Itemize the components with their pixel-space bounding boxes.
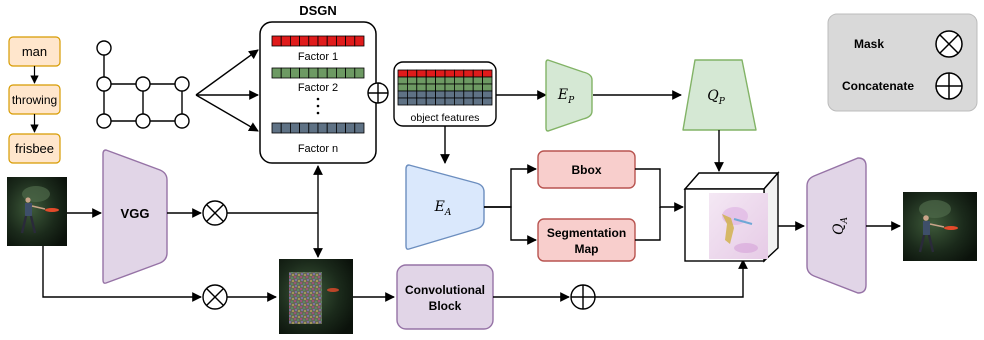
factor-n-label: Factor n bbox=[298, 143, 338, 155]
object-feature-bar-slate bbox=[397, 90, 493, 99]
input-image bbox=[7, 177, 67, 246]
dsgn-title: DSGN bbox=[299, 3, 337, 18]
output-image bbox=[903, 192, 977, 261]
qp-sub-label: P bbox=[718, 97, 726, 107]
mask-vgg-symbol bbox=[202, 200, 228, 226]
factor-n-bar bbox=[271, 122, 365, 134]
factor-1-bar bbox=[271, 35, 365, 47]
qa-decoder: QA bbox=[806, 157, 867, 294]
qa-main-label: Q bbox=[831, 223, 847, 235]
legend-concatenate-label: Concatenate bbox=[842, 79, 914, 93]
factor-bars bbox=[271, 35, 365, 134]
segmap-label-line2: Map bbox=[575, 242, 599, 256]
graph-node bbox=[135, 113, 151, 129]
ea-sub-label: A bbox=[444, 208, 452, 218]
vgg-block: VGG bbox=[102, 149, 168, 284]
object-feature-bar-slate-2 bbox=[397, 97, 493, 106]
masked-image bbox=[279, 259, 353, 334]
conv-block: Convolutional Block bbox=[396, 264, 494, 330]
arrow-bbox-to-cube bbox=[635, 168, 684, 212]
word-frisbee-label: frisbee bbox=[15, 141, 54, 156]
conv-label-line1: Convolutional bbox=[405, 283, 485, 297]
word-throwing-label: throwing bbox=[12, 93, 57, 107]
ea-encoder: EA bbox=[405, 164, 485, 250]
factor-1-label: Factor 1 bbox=[298, 51, 338, 63]
graph-node bbox=[135, 76, 151, 92]
ea-main-label: E bbox=[434, 199, 445, 215]
graph-node bbox=[96, 76, 112, 92]
arrow-image-to-mask-bottom bbox=[42, 246, 202, 302]
ep-main-label: E bbox=[557, 87, 568, 103]
bbox-block: Bbox bbox=[537, 150, 636, 189]
line-segmap-to-junction bbox=[635, 207, 661, 241]
segmentation-map-block: Segmentation Map bbox=[537, 218, 636, 262]
graph-node bbox=[96, 40, 112, 56]
mask-bottom-symbol bbox=[202, 284, 228, 310]
arrow-concat-to-cube bbox=[595, 259, 748, 298]
word-frisbee-node: frisbee bbox=[8, 133, 61, 164]
object-features-label: object features bbox=[411, 112, 480, 124]
graph-to-dsgn-arrows bbox=[195, 49, 259, 132]
ep-sub-label: P bbox=[567, 96, 575, 106]
arrow-ea-to-segmap bbox=[484, 206, 537, 245]
ep-encoder: EP bbox=[545, 59, 593, 132]
graph-node bbox=[96, 113, 112, 129]
svg-text:QP: QP bbox=[707, 88, 725, 107]
scene-graph bbox=[96, 40, 190, 129]
object-feature-bar-green bbox=[397, 76, 493, 85]
svg-text:EP: EP bbox=[557, 87, 575, 106]
object-feature-bar-red bbox=[397, 69, 493, 78]
object-feature-bars bbox=[397, 69, 493, 106]
svg-text:EA: EA bbox=[434, 199, 452, 218]
qp-decoder: QP bbox=[682, 59, 757, 131]
word-man-node: man bbox=[8, 36, 61, 67]
mask-legend-icon bbox=[935, 30, 963, 58]
concat-dsgn-symbol bbox=[367, 82, 389, 104]
svg-text:QA: QA bbox=[831, 217, 850, 235]
graph-node bbox=[174, 76, 190, 92]
graph-node bbox=[174, 113, 190, 129]
object-feature-bar-green-2 bbox=[397, 83, 493, 92]
qp-main-label: Q bbox=[707, 88, 719, 104]
feature-cube bbox=[683, 171, 780, 263]
legend-box: Mask Concatenate bbox=[827, 13, 978, 112]
word-throwing-node: throwing bbox=[8, 84, 61, 115]
factor-2-label: Factor 2 bbox=[298, 82, 338, 94]
arrow-ea-to-bbox bbox=[484, 164, 537, 208]
word-man-label: man bbox=[22, 44, 47, 59]
concatenate-legend-icon bbox=[935, 72, 963, 100]
factor-2-bar bbox=[271, 67, 365, 79]
bbox-label: Bbox bbox=[572, 163, 602, 177]
concat-bottom-symbol bbox=[570, 284, 596, 310]
conv-label-line2: Block bbox=[429, 299, 462, 313]
factor-ellipsis bbox=[316, 97, 320, 115]
vgg-label: VGG bbox=[121, 206, 150, 221]
segmap-label-line1: Segmentation bbox=[547, 226, 626, 240]
qa-sub-label: A bbox=[840, 217, 850, 225]
legend-mask-label: Mask bbox=[854, 37, 884, 51]
